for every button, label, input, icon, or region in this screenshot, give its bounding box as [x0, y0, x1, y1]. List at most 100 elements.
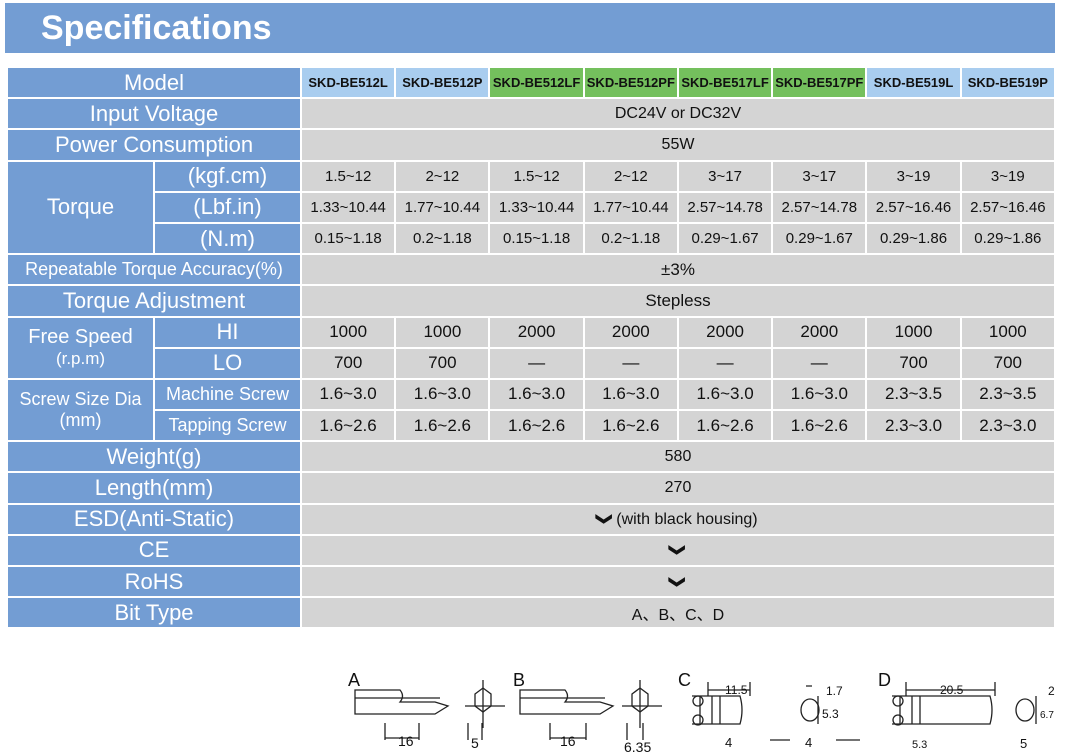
adjustment-label: Torque Adjustment — [5, 284, 303, 318]
machine-cell: 1.6~3.0 — [394, 377, 491, 412]
nm-cell: 0.29~1.67 — [676, 221, 774, 256]
hi-cell: 2000 — [771, 315, 868, 349]
lbf-cell: 1.77~10.44 — [394, 190, 491, 224]
power-label: Power Consumption — [5, 128, 303, 162]
kgf-cell: 3~17 — [676, 159, 774, 193]
lbf-cell: 2.57~16.46 — [959, 190, 1057, 224]
table-row: RoHS❯ — [5, 564, 1056, 599]
input-voltage-label: Input Voltage — [5, 97, 303, 131]
nm-cell: 0.29~1.67 — [771, 221, 868, 256]
machine-cell: 2.3~3.5 — [865, 377, 962, 412]
nm-cell: 0.15~1.18 — [300, 221, 397, 256]
power-value: 55W — [300, 128, 1056, 162]
bit-c-height: 5.3 — [822, 707, 839, 721]
bit-a-label: A — [348, 670, 360, 690]
lbf-cell: 2.57~14.78 — [771, 190, 868, 224]
machine-cell: 1.6~3.0 — [676, 377, 774, 412]
bit-d-shank: 5.3 — [912, 739, 927, 751]
lo-cell: 700 — [959, 346, 1057, 380]
hi-cell: 1000 — [865, 315, 962, 349]
bit-c-width: 1.7 — [826, 684, 843, 698]
length-label: Length(mm) — [5, 471, 303, 505]
machine-cell: 1.6~3.0 — [300, 377, 397, 412]
bit-d-length: 20.5 — [940, 683, 964, 697]
weight-value: 580 — [300, 440, 1056, 474]
bit-b-length: 16 — [560, 733, 576, 749]
model-header-cell: SKD-BE512LF — [488, 65, 585, 100]
lbf-unit-label: (Lbf.in) — [152, 190, 303, 224]
bit-c-label: C — [678, 670, 691, 690]
model-header-cell: SKD-BE512PF — [582, 65, 679, 100]
machine-cell: 1.6~3.0 — [582, 377, 679, 412]
bit-d-label: D — [878, 670, 891, 690]
machine-cell: 2.3~3.5 — [959, 377, 1057, 412]
rohs-value: ❯ — [300, 564, 1056, 599]
accuracy-label: Repeatable Torque Accuracy(%) — [5, 253, 303, 287]
model-header-cell: SKD-BE519L — [865, 65, 962, 100]
bit-b-label: B — [513, 670, 525, 690]
kgf-unit-label: (kgf.cm) — [152, 159, 303, 193]
table-row: ESD(Anti-Static)❯ (with black housing) — [5, 502, 1056, 536]
tapping-cell: 1.6~2.6 — [300, 409, 397, 443]
check-icon: ❯ — [596, 512, 614, 526]
ce-value: ❯ — [300, 533, 1056, 568]
input_voltage-value: DC24V or DC32V — [300, 97, 1056, 131]
tapping-screw-label: Tapping Screw — [152, 409, 303, 443]
model-label: Model — [5, 65, 303, 100]
table-row: Length(mm)270 — [5, 471, 1056, 505]
model-header-cell: SKD-BE519P — [959, 65, 1057, 100]
bit-b-diagram — [519, 680, 662, 740]
bit-a-dia: 5 — [471, 735, 479, 751]
hi-cell: 2000 — [676, 315, 774, 349]
tapping-cell: 1.6~2.6 — [394, 409, 491, 443]
kgf-cell: 3~17 — [771, 159, 868, 193]
lbf-cell: 1.33~10.44 — [300, 190, 397, 224]
table-row: Repeatable Torque Accuracy(%)±3% — [5, 253, 1056, 287]
nm-cell: 0.29~1.86 — [865, 221, 962, 256]
nm-cell: 0.15~1.18 — [488, 221, 585, 256]
kgf-cell: 3~19 — [865, 159, 962, 193]
model-header-cell: SKD-BE512L — [300, 65, 397, 100]
bit-d-height: 6.7 — [1040, 710, 1054, 721]
lbf-cell: 2.57~14.78 — [676, 190, 774, 224]
bit_type-value: A、B、C、D — [300, 596, 1056, 630]
bit-c-length: 11.5 — [725, 683, 748, 697]
free-speed-text: Free Speed — [28, 326, 133, 349]
hi-label: HI — [152, 315, 303, 349]
lo-cell: — — [488, 346, 585, 380]
bit-type-label: Bit Type — [5, 596, 303, 630]
tapping-cell: 1.6~2.6 — [582, 409, 679, 443]
lbf-cell: 1.77~10.44 — [582, 190, 679, 224]
length-value: 270 — [300, 471, 1056, 505]
lo-cell: — — [771, 346, 868, 380]
lbf-cell: 2.57~16.46 — [865, 190, 962, 224]
nm-cell: 0.29~1.86 — [959, 221, 1057, 256]
bit-type-diagrams: A 16 5 B 16 6.35 C 11.5 1.7 5.3 4 4 D 20… — [348, 670, 1055, 754]
mm-text: (mm) — [59, 410, 102, 431]
title-bar: Specifications — [5, 3, 1055, 53]
bit-c-tip: 4 — [805, 735, 812, 750]
check-icon: ❯ — [669, 543, 686, 558]
machine-cell: 1.6~3.0 — [488, 377, 585, 412]
accuracy-value: ±3% — [300, 253, 1056, 287]
machine-screw-label: Machine Screw — [152, 377, 303, 412]
hi-cell: 2000 — [488, 315, 585, 349]
hi-cell: 1000 — [959, 315, 1057, 349]
bit-d-tip: 5 — [1020, 736, 1027, 751]
check-icon: ❯ — [669, 574, 686, 589]
kgf-cell: 1.5~12 — [300, 159, 397, 193]
lbf-cell: 1.33~10.44 — [488, 190, 585, 224]
page-title: Specifications — [41, 9, 272, 47]
bit-c-shank: 4 — [725, 735, 732, 750]
hi-cell: 1000 — [300, 315, 397, 349]
bit-a-length: 16 — [398, 733, 414, 749]
lo-cell: 700 — [865, 346, 962, 380]
